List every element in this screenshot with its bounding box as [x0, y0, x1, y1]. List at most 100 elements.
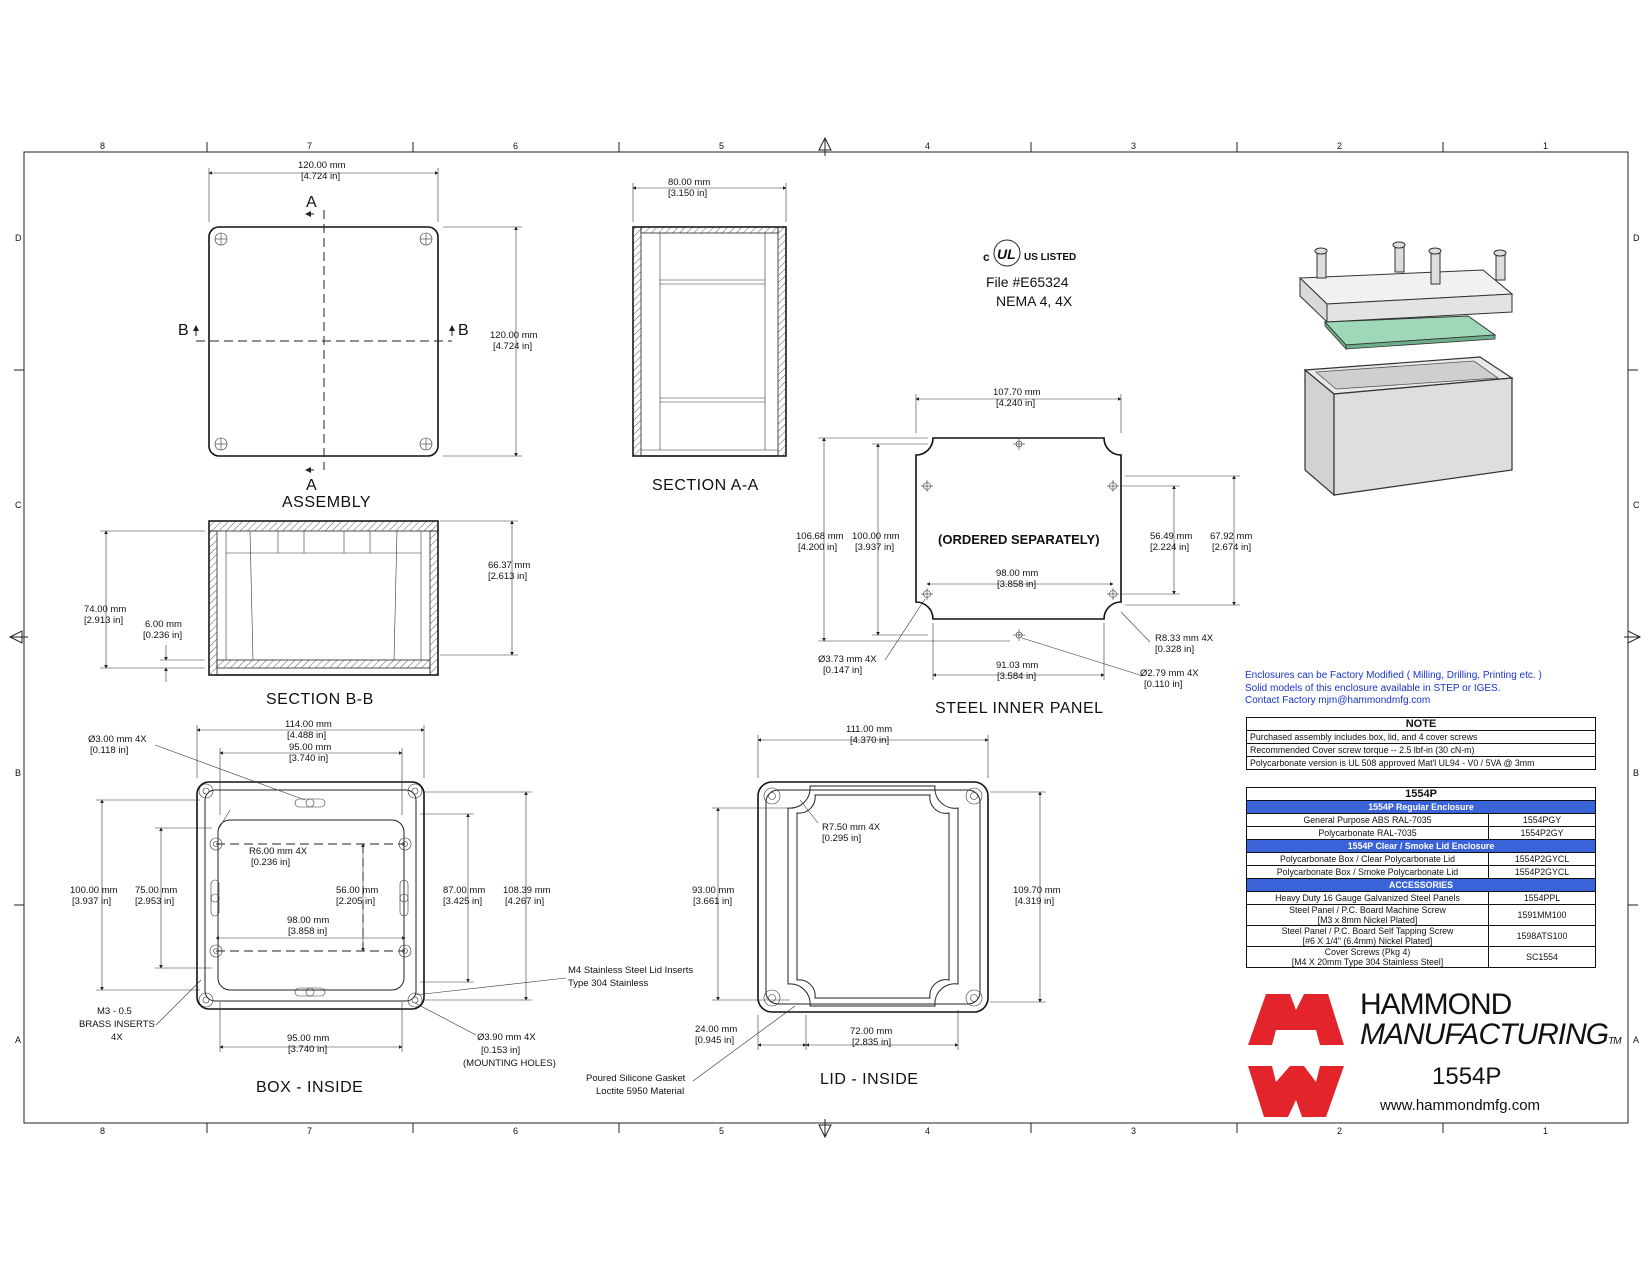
dim-box-mount-in: [0.153 in]: [481, 1045, 520, 1056]
dim-panel-span: 98.00 mm: [996, 568, 1038, 579]
lid-inside-view: 111.00 mm [4.370 in] R7.50 mm 4X [0.295 …: [586, 724, 1061, 1097]
dim-box-h87-in: [3.425 in]: [443, 896, 482, 907]
ul-file-number: File #E65324: [986, 274, 1069, 290]
lid-inside-title: LID - INSIDE: [820, 1071, 918, 1088]
dim-aa-width-in: [3.150 in]: [668, 188, 707, 199]
dim-box-h56-in: [2.205 in]: [336, 896, 375, 907]
grid-ticks: [8, 136, 1642, 1139]
logo-shape-top: [1248, 994, 1344, 1045]
table-row: Polycarbonate Box / Smoke Polycarbonate …: [1246, 865, 1596, 879]
dim-box-hole: Ø3.00 mm 4X: [88, 734, 147, 745]
dim-box-h75-in: [2.953 in]: [135, 896, 174, 907]
company-name-line2: MANUFACTURINGTM: [1360, 1020, 1622, 1057]
dim-bb-inner-h: 66.37 mm: [488, 560, 530, 571]
dim-assembly-height-in: [4.724 in]: [493, 341, 532, 352]
dim-box-bottom-w-in: [3.740 in]: [288, 1044, 327, 1055]
company-name-line1: HAMMOND: [1360, 988, 1512, 1021]
parts-section: 1554P Clear / Smoke Lid Enclosure: [1246, 839, 1596, 853]
grid-col-label: 5: [719, 1126, 724, 1136]
section-a-label: A: [306, 477, 317, 494]
grid-col-label: 8: [100, 1126, 105, 1136]
dim-lid-w72-in: [2.835 in]: [852, 1037, 891, 1048]
part-number: 1554P2GY: [1488, 826, 1596, 840]
ul-mark: UL: [997, 246, 1016, 262]
section-a-label: A: [306, 194, 317, 211]
dim-panel-h1-in: [4.200 in]: [798, 542, 837, 553]
grid-row-label: D: [1633, 233, 1640, 243]
dim-bb-floor-in: [0.236 in]: [143, 630, 182, 641]
note-table: NOTE Purchased assembly includes box, li…: [1246, 717, 1596, 770]
dim-box-hole-in: [0.118 in]: [90, 745, 128, 756]
part-desc: Heavy Duty 16 Gauge Galvanized Steel Pan…: [1246, 891, 1489, 905]
box-iso: [1303, 356, 1514, 497]
part-number: 1554P2GYCL: [1488, 865, 1596, 879]
dim-lid-h93: 93.00 mm: [692, 885, 734, 896]
part-desc: General Purpose ABS RAL-7035: [1246, 813, 1489, 827]
trademark: TM: [1608, 1036, 1621, 1047]
dim-box-h56: 56.00 mm: [336, 885, 378, 896]
dim-panel-r: R8.33 mm 4X: [1155, 633, 1214, 644]
table-row: Heavy Duty 16 Gauge Galvanized Steel Pan…: [1246, 891, 1596, 905]
grid-col-label: 6: [513, 141, 518, 151]
dim-lid-w: 111.00 mm: [846, 724, 892, 735]
dim-lid-r-in: [0.295 in]: [822, 833, 861, 844]
dim-box-h108-in: [4.267 in]: [505, 896, 544, 907]
note-row: Polycarbonate version is UL 508 approved…: [1246, 756, 1596, 770]
section-aa-view: 80.00 mm [3.150 in] SECTION A-A: [632, 177, 787, 494]
part-desc-line: Cover Screws (Pkg 4): [1324, 947, 1411, 958]
table-row: Steel Panel / P.C. Board Machine Screw[M…: [1246, 904, 1596, 926]
dim-panel-span-in: [3.858 in]: [997, 579, 1036, 590]
dim-lid-w-in: [4.370 in]: [850, 735, 889, 746]
steel-panel-view: (ORDERED SEPARATELY) 107.70 mm [4.240 in…: [796, 387, 1252, 717]
dim-panel-hole2: Ø2.79 mm 4X: [1140, 668, 1199, 679]
panel-center-text: (ORDERED SEPARATELY): [938, 532, 1100, 547]
part-desc: Polycarbonate Box / Smoke Polycarbonate …: [1246, 865, 1489, 879]
grid-labels: 8 7 6 5 4 3 2 1 8 7 6 5 4 3 2 1 D C B A …: [15, 141, 1640, 1136]
dim-box-h75: 75.00 mm: [135, 885, 177, 896]
dim-bb-outer-h: 74.00 mm: [84, 604, 126, 615]
grid-col-label: 6: [513, 1126, 518, 1136]
table-row: Cover Screws (Pkg 4)[M4 X 20mm Type 304 …: [1246, 946, 1596, 968]
brass-insert-note: M3 - 0.5: [97, 1006, 132, 1017]
dim-box-h100-in: [3.937 in]: [72, 896, 111, 907]
company-name: HAMMOND MANUFACTURINGTM: [1360, 988, 1622, 1057]
note-line: Contact Factory mjm@hammondmfg.com: [1245, 695, 1431, 706]
parts-table: 1554P 1554P Regular Enclosure General Pu…: [1246, 787, 1596, 968]
dim-bb-floor: 6.00 mm: [145, 619, 182, 630]
dim-box-w-outer: 114.00 mm: [285, 719, 332, 730]
isometric-exploded-view: [1298, 241, 1514, 497]
part-desc: Steel Panel / P.C. Board Self Tapping Sc…: [1246, 925, 1489, 947]
dim-panel-width: 107.70 mm: [993, 387, 1041, 398]
box-inside-title: BOX - INSIDE: [256, 1079, 363, 1096]
dim-panel-h2: 100.00 mm: [852, 531, 900, 542]
ul-us-listed: US LISTED: [1024, 252, 1076, 263]
grid-col-label: 1: [1543, 141, 1548, 151]
grid-row-label: C: [1633, 500, 1640, 510]
dim-lid-h109-in: [4.319 in]: [1015, 896, 1054, 907]
grid-col-label: 7: [307, 1126, 312, 1136]
section-b-label: B: [178, 322, 189, 339]
factory-notes: Enclosures can be Factory Modified ( Mil…: [1245, 670, 1575, 708]
dim-lid-h109: 109.70 mm: [1013, 885, 1061, 896]
grid-col-label: 7: [307, 141, 312, 151]
website: www.hammondmfg.com: [1380, 1097, 1541, 1114]
grid-col-label: 4: [925, 1126, 930, 1136]
dim-bb-inner-h-in: [2.613 in]: [488, 571, 527, 582]
dim-box-w-outer-in: [4.488 in]: [287, 730, 326, 741]
note-line: Enclosures can be Factory Modified ( Mil…: [1245, 670, 1542, 681]
gasket-note: Poured Silicone Gasket: [586, 1073, 686, 1084]
dim-panel-v2: 67.92 mm: [1210, 531, 1252, 542]
grid-col-label: 3: [1131, 1126, 1136, 1136]
dim-panel-h1: 106.68 mm: [796, 531, 844, 542]
dim-box-mount: Ø3.90 mm 4X: [477, 1032, 536, 1043]
parts-table-header: 1554P: [1246, 787, 1596, 801]
dim-box-w-inner-in: [3.740 in]: [289, 753, 328, 764]
part-number: 1554PPL: [1488, 891, 1596, 905]
part-desc-line: Steel Panel / P.C. Board Self Tapping Sc…: [1281, 926, 1454, 937]
grid-col-label: 4: [925, 141, 930, 151]
logo-shape-bottom: [1248, 1066, 1344, 1117]
dim-box-h108: 108.39 mm: [503, 885, 551, 896]
dim-panel-v2-in: [2.674 in]: [1212, 542, 1251, 553]
